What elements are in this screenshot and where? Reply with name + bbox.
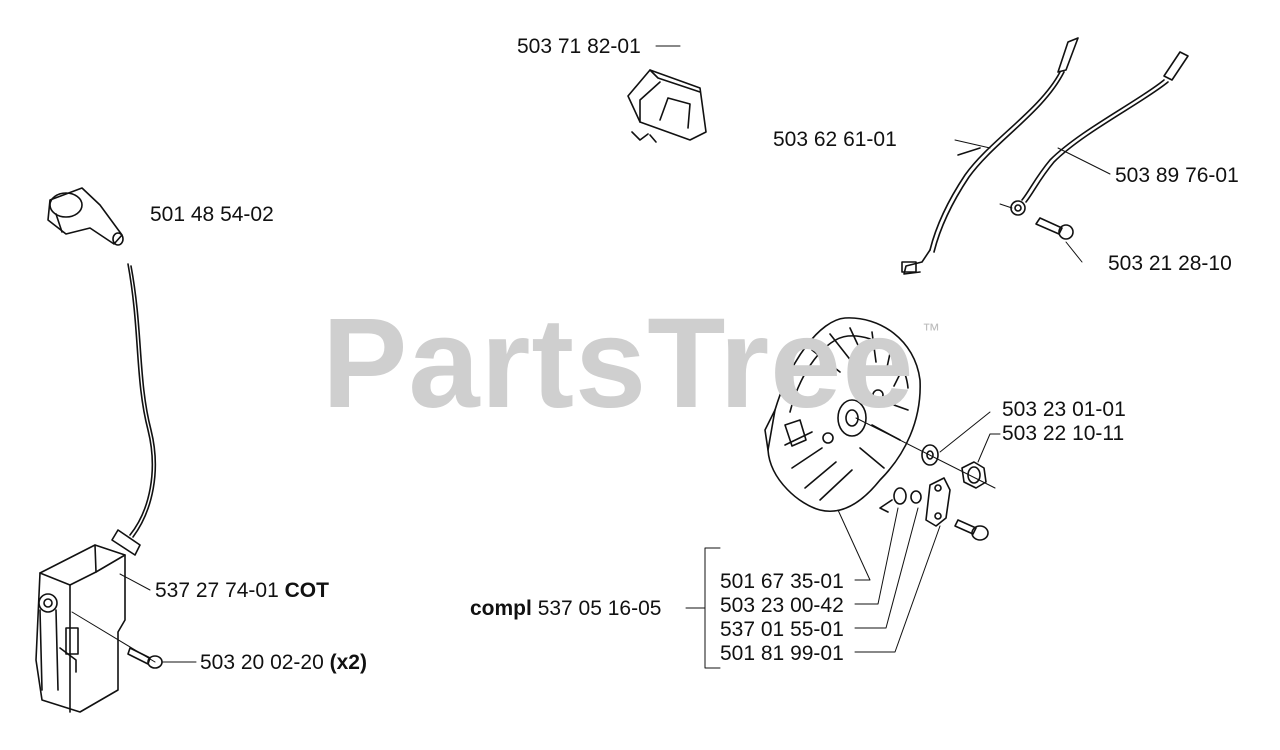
coil-screw-qty: (x2) [329, 651, 367, 674]
ignition-lead [127, 263, 154, 536]
part-label-pawl[interactable]: 537 01 55-01 [720, 618, 844, 641]
part-label-cable-a[interactable]: 503 62 61-01 [773, 128, 897, 151]
part-label-switch[interactable]: 503 71 82-01 [517, 35, 641, 58]
part-label-cable-screw[interactable]: 503 21 28-10 [1108, 252, 1232, 275]
pawl [925, 477, 951, 527]
flywheel [764, 317, 921, 512]
part-label-nut[interactable]: 503 22 10-11 [1002, 422, 1125, 445]
partstree-watermark: PartsTree [322, 292, 915, 435]
trademark-symbol: ™ [922, 320, 940, 340]
short-circuit-cable-b [1010, 51, 1189, 216]
washer [921, 444, 939, 466]
part-label-boot[interactable]: 501 48 54-02 [150, 203, 274, 226]
nut [961, 461, 987, 489]
compl-prefix: compl [470, 597, 532, 620]
stop-switch [627, 69, 707, 143]
leader-lines [71, 45, 1111, 669]
ignition-coil [35, 529, 141, 713]
short-circuit-cable-a [901, 37, 1079, 275]
part-label-pawl-screw[interactable]: 501 81 99-01 [720, 642, 844, 665]
part-label-fly-washer[interactable]: 503 23 00-42 [720, 594, 844, 617]
part-label-washer[interactable]: 503 23 01-01 [1002, 398, 1126, 421]
coil-screw [127, 647, 163, 669]
pawl-screw [954, 519, 989, 541]
part-label-cable-b[interactable]: 503 89 76-01 [1115, 164, 1239, 187]
part-label-flywheel[interactable]: 501 67 35-01 [720, 570, 844, 593]
cable-screw [1035, 217, 1074, 240]
pawl-washer [910, 490, 922, 504]
coil-suffix: COT [284, 579, 329, 602]
compl-number: 537 05 16-05 [537, 597, 662, 620]
part-label-coil-screw[interactable]: 503 20 02-20 (x2) [200, 652, 367, 673]
coil-screw-number: 503 20 02-20 [200, 651, 324, 674]
part-label-coil[interactable]: 537 27 74-01 COT [155, 580, 329, 601]
coil-number: 537 27 74-01 [155, 579, 279, 602]
spring [893, 487, 907, 505]
part-label-compl[interactable]: compl 537 05 16-05 [470, 598, 661, 619]
spark-plug-boot [47, 187, 124, 246]
